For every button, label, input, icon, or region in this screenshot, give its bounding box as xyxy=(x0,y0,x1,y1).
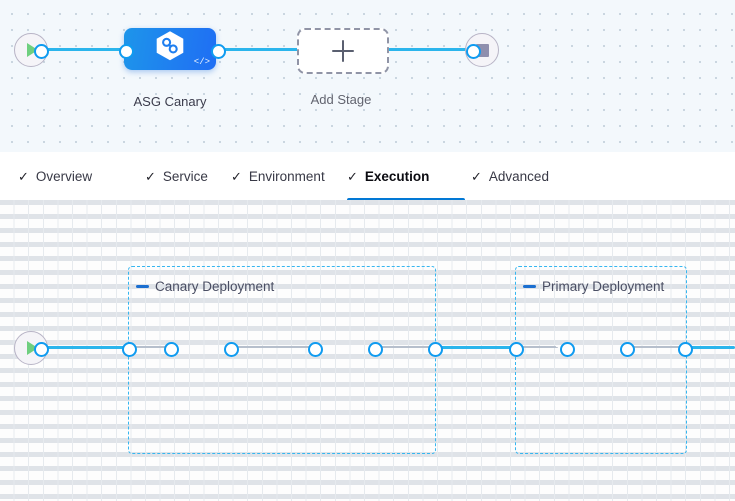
tab-execution[interactable]: ✓ Execution xyxy=(347,152,465,201)
execution-start-output-port[interactable] xyxy=(34,341,49,357)
tab-label: Service xyxy=(162,168,208,184)
tab-label: Environment xyxy=(248,168,325,184)
step-group-canary-deployment[interactable] xyxy=(128,266,436,454)
start-output-port[interactable] xyxy=(34,43,49,59)
dashed-connector-group2-in xyxy=(520,346,558,348)
execution-start-node[interactable] xyxy=(14,331,48,365)
dashed-connector-group1-out xyxy=(375,346,433,348)
step3-input-port[interactable] xyxy=(560,341,575,357)
collapse-dash-icon[interactable] xyxy=(523,285,536,288)
tab-service[interactable]: ✓ Service xyxy=(145,152,223,200)
dashed-connector-between-canary-steps xyxy=(229,346,315,348)
group2-input-port[interactable] xyxy=(509,341,524,357)
collapse-dash-icon[interactable] xyxy=(136,285,149,288)
tab-label: Execution xyxy=(364,168,430,184)
tab-label: Overview xyxy=(35,168,93,184)
connector-canary-to-primary-group xyxy=(432,346,520,349)
step2-input-port[interactable] xyxy=(308,341,323,357)
step1-output-port[interactable] xyxy=(224,341,239,357)
dashed-connector-group2-out xyxy=(626,346,684,348)
group-title-label: Primary Deployment xyxy=(542,279,665,294)
check-icon: ✓ xyxy=(347,168,358,184)
tab-active-underline xyxy=(347,198,465,201)
stage-node-asg-canary[interactable]: </> xyxy=(124,28,216,70)
step-group-primary-deployment[interactable] xyxy=(515,266,687,454)
dashed-connector-group1-in xyxy=(133,346,169,348)
asg-hexagon-icon xyxy=(155,30,185,67)
tab-overview[interactable]: ✓ Overview xyxy=(18,152,108,200)
stage-input-port[interactable] xyxy=(119,43,134,59)
stage-output-port[interactable] xyxy=(211,43,226,59)
check-icon: ✓ xyxy=(231,168,242,184)
group-title-label: Canary Deployment xyxy=(155,279,275,294)
tab-advanced[interactable]: ✓ Advanced xyxy=(471,152,571,200)
plus-icon xyxy=(332,40,354,62)
tab-label: Advanced xyxy=(488,168,549,184)
connector-start-to-canary-group xyxy=(40,346,132,349)
add-stage-label: Add Stage xyxy=(310,92,372,107)
end-input-port[interactable] xyxy=(466,43,481,59)
check-icon: ✓ xyxy=(471,168,482,184)
play-icon xyxy=(27,341,38,355)
add-stage-button[interactable] xyxy=(297,28,389,74)
pipeline-start-node[interactable] xyxy=(14,33,48,67)
check-icon: ✓ xyxy=(18,168,29,184)
step-group-title-canary[interactable]: Canary Deployment xyxy=(136,279,274,294)
stage-graph-canvas[interactable]: </> ASG Canary Add Stage xyxy=(0,0,735,152)
step2-output-port[interactable] xyxy=(368,341,383,357)
tab-environment[interactable]: ✓ Environment xyxy=(231,152,339,200)
step1-input-port[interactable] xyxy=(164,341,179,357)
connector-primary-group-to-next xyxy=(682,346,735,349)
step-group-title-primary[interactable]: Primary Deployment xyxy=(523,279,664,294)
group1-input-port[interactable] xyxy=(122,341,137,357)
step3-output-port[interactable] xyxy=(620,341,635,357)
connector-addstage-to-end xyxy=(378,48,476,51)
stage-tabs: ✓ Overview ✓ Service ✓ Environment ✓ Exe… xyxy=(0,152,735,201)
stage-label-asg-canary: ASG Canary xyxy=(133,94,207,109)
check-icon: ✓ xyxy=(145,168,156,184)
group1-output-port[interactable] xyxy=(428,341,443,357)
stage-code-badge: </> xyxy=(193,57,210,67)
connector-stage-to-addstage xyxy=(216,48,306,51)
connector-start-to-stage xyxy=(40,48,132,51)
play-icon xyxy=(27,43,38,57)
group2-output-port[interactable] xyxy=(678,341,693,357)
execution-graph-canvas[interactable]: Canary Deployment xyxy=(0,200,735,501)
